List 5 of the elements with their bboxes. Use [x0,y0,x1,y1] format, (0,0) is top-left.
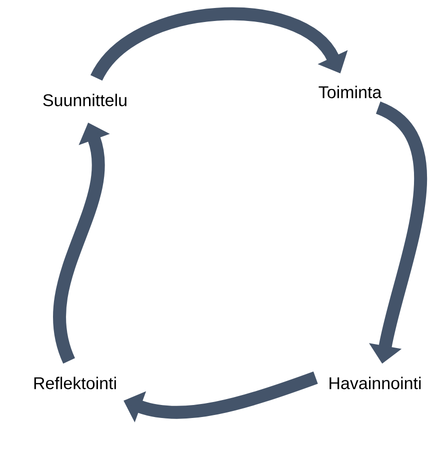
stage-label: Toiminta [318,86,382,98]
stage-label: Suunnittelu [43,94,126,106]
curved-arrow [90,8,348,82]
stage-label: Reflektointi [34,376,116,390]
stage-label: Havainnointi [330,376,421,390]
